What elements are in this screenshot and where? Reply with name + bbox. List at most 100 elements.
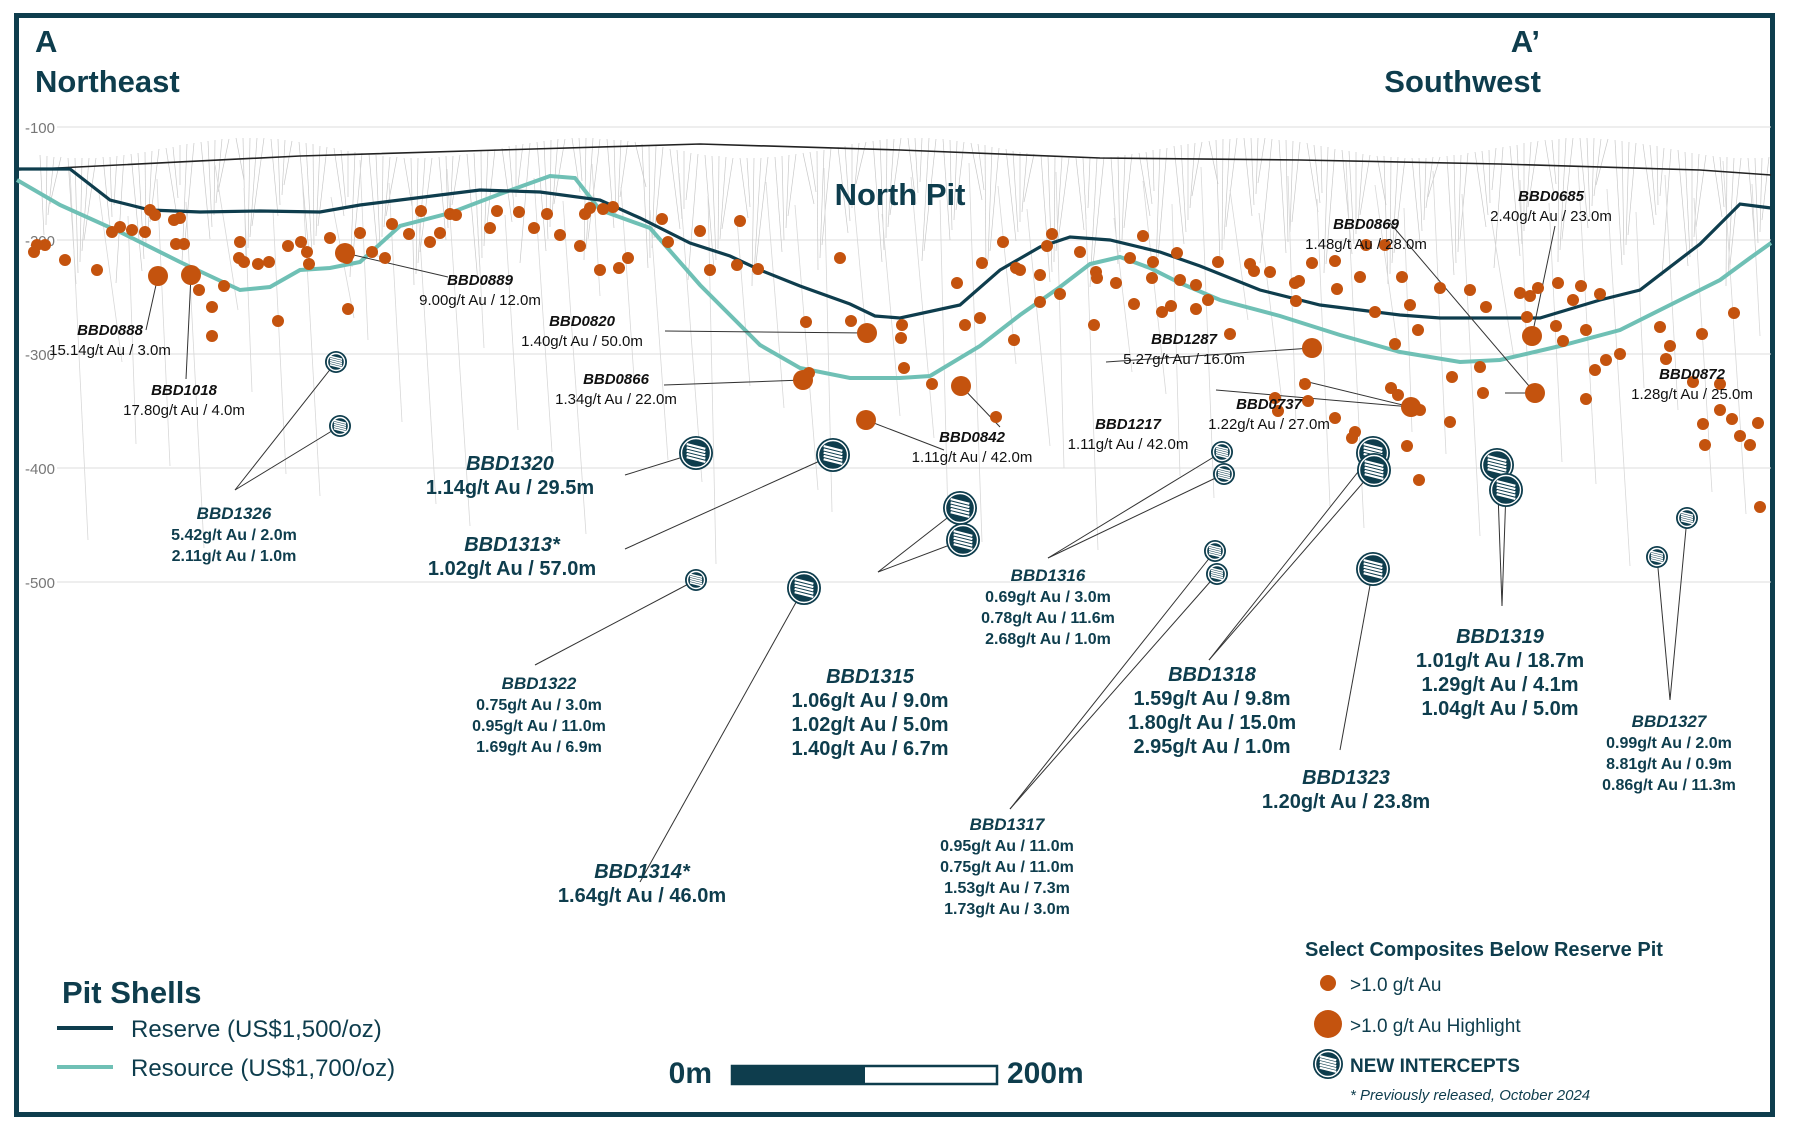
composite-dot [149,209,161,221]
composite-dot [484,222,496,234]
drill-trace [1516,144,1523,245]
intercept-icon-stripe [329,355,343,361]
composite-dot [1290,295,1302,307]
intercept-icon-stripe [953,539,973,547]
intercept-icon [1213,463,1235,485]
drill-trace [1173,145,1185,245]
drill-trace [249,137,258,238]
intercept-icon-ring [1212,442,1232,462]
leader-line [1009,573,1218,810]
intercept-icon [1489,473,1523,507]
label-hole-id: BBD0888 [77,322,144,339]
drill-trace [1359,154,1371,216]
drill-trace [517,143,524,186]
composite-dot [1580,324,1592,336]
intercept-icon-stripe [329,357,343,363]
intercept-icon-stripe [823,448,843,456]
intercept-icon-stripe [1319,1057,1337,1065]
composite-dot [1224,328,1236,340]
intercept-icon-stripe [1210,573,1224,579]
drill-trace [802,152,815,205]
composite-dot [1413,474,1425,486]
composite-dot [178,238,190,250]
intercept-icon-stripe [1215,445,1229,451]
leader-line [1531,225,1556,337]
composite-dot [1165,300,1177,312]
elevation-label: -500 [25,575,55,592]
label-hole-id: BBD1314* [594,861,691,883]
intercept-icon-stripe [1363,568,1383,576]
drill-trace [1374,184,1399,351]
composite-highlight-dot [951,376,971,396]
composite-dot [403,228,415,240]
drill-trace [753,157,762,276]
drill-trace [1200,166,1215,499]
drill-trace [207,140,213,228]
drill-trace [736,218,751,387]
composite-dot [800,316,812,328]
drill-trace [1579,137,1589,229]
drill-trace [1155,148,1161,270]
intercept-icon [1357,453,1391,487]
drill-trace [970,142,983,201]
drill-trace [1087,157,1091,209]
composite-dot [1212,256,1224,268]
leader-line [344,252,449,278]
reserve-legend-label: Reserve (US$1,500/oz) [131,1016,382,1043]
drill-trace [501,147,513,223]
intercept-icon-stripe [1364,463,1384,471]
drill-trace [415,157,419,275]
drill-trace [519,142,531,264]
intercept-legend-icon [1313,1049,1343,1079]
drill-trace [215,138,223,204]
resource-pit-shell [15,173,1773,380]
composite-dot [997,236,1009,248]
intercept-icon-stripe [1496,483,1516,491]
drill-trace [281,139,286,196]
resource-legend-label: Resource (US$1,700/oz) [131,1055,395,1082]
composite-dot [379,252,391,264]
drill-trace [1635,211,1645,389]
composite-dot [1434,282,1446,294]
drill-trace [987,146,993,262]
drill-trace [272,210,287,475]
drill-trace [109,156,113,218]
drill-trace [1759,157,1763,233]
composite-highlight-dot [857,323,877,343]
drill-trace [653,146,664,239]
intercept-icon-stripe [1680,517,1694,523]
intercept-icon-stripe [953,543,973,550]
label-hole-id: BBD1322 [502,674,577,693]
drill-trace [872,140,883,263]
composite-dot [834,252,846,264]
composite-dot [450,209,462,221]
drill-trace [1316,198,1331,507]
intercept-icon-stripe [794,578,814,585]
drill-trace [844,145,851,222]
composite-dot [1302,395,1314,407]
composite-dot [324,232,336,244]
label-hole-id: BBD1320 [466,453,554,475]
intercept-icon-stripe [1215,453,1229,459]
composite-dot [1477,387,1489,399]
composite-dot [206,301,218,313]
intercept-icon-stripe [1210,567,1224,573]
section-end-letter: A’ [1510,24,1540,59]
intercept-icon-stripe [953,536,973,544]
drill-trace [1075,157,1085,231]
drill-trace [1544,139,1555,196]
label-grade-line: 0.95g/t Au / 11.0m [940,838,1074,855]
drill-trace [1023,153,1035,203]
intercept-icon-stripe [1363,443,1383,450]
intercept-icon-stripe [1208,550,1222,556]
leader-line [534,579,697,666]
label-hole-id: BBD1315 [826,666,915,688]
drill-trace [1313,144,1321,204]
drill-trace [45,155,48,226]
intercept-icon-stripe [794,587,814,595]
intercept-icon-stripe [1319,1055,1337,1062]
elevation-label: -100 [25,120,55,137]
label-hole-id: BBD1318 [1168,664,1257,686]
label-hole-id: BBD1313* [464,534,561,556]
composite-dot [1110,277,1122,289]
